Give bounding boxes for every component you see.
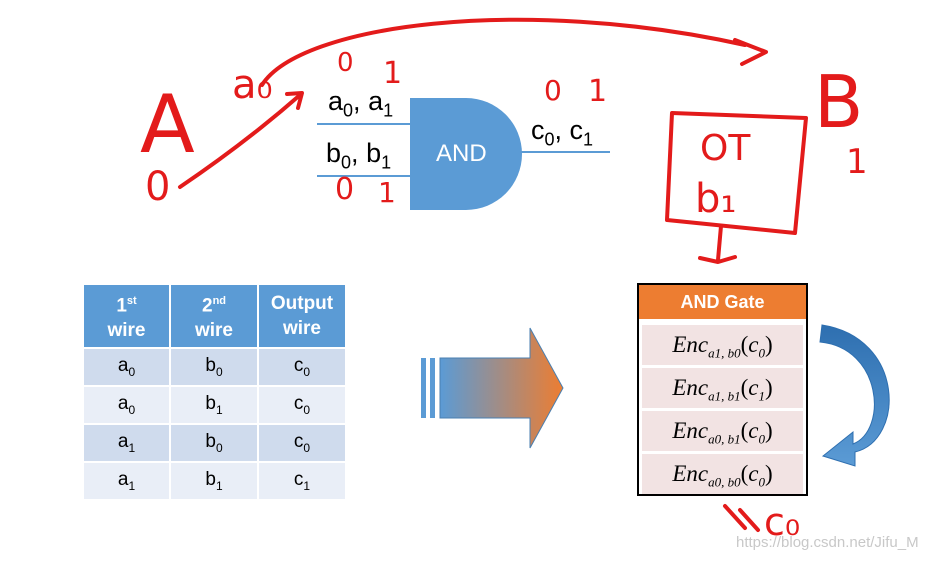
result-arrow bbox=[723, 504, 760, 532]
a-bit-1: 1 bbox=[383, 56, 403, 91]
c-bit-1: 1 bbox=[588, 74, 608, 109]
a-zero-label: 0 bbox=[145, 164, 171, 210]
ot-box-outline bbox=[665, 111, 808, 235]
transfer-arc-line bbox=[260, 17, 747, 87]
garbled-gate-title: AND Gate bbox=[639, 285, 806, 319]
wire-c-label: c0, c1 bbox=[531, 115, 594, 150]
transform-arrow bbox=[421, 327, 564, 449]
garbled-row: Enca1, b1(c1) bbox=[642, 368, 803, 408]
result-label: c₀ bbox=[764, 500, 801, 544]
b-subscript-label: 1 bbox=[846, 142, 868, 182]
a-zero-arrow-head bbox=[285, 91, 304, 110]
b-bit-0: 0 bbox=[335, 172, 355, 207]
table-row: a1 b1 c1 bbox=[82, 461, 347, 502]
wire-a-label: a0, a1 bbox=[328, 86, 394, 121]
ot-down-arrow bbox=[698, 224, 737, 264]
c-bit-0: 0 bbox=[544, 74, 562, 107]
party-b-label: B bbox=[814, 60, 864, 144]
table-row: a1 b0 c0 bbox=[82, 423, 347, 464]
garbled-row: Enca0, b1(c0) bbox=[642, 411, 803, 451]
table-row: a0 b0 c0 bbox=[82, 347, 347, 388]
garbled-gate-table: AND Gate Enca1, b0(c0) Enca1, b1(c1) Enc… bbox=[637, 283, 808, 496]
a-bit-0: 0 bbox=[337, 48, 354, 78]
and-gate-shape bbox=[410, 98, 522, 210]
table-row: a0 b1 c0 bbox=[82, 385, 347, 426]
b-bit-1: 1 bbox=[378, 176, 396, 209]
garbled-row: Enca1, b0(c0) bbox=[642, 325, 803, 365]
ot-label: OT bbox=[700, 128, 751, 169]
garbled-row: Enca0, b0(c0) bbox=[642, 454, 803, 494]
watermark: https://blog.csdn.net/Jifu_M bbox=[736, 534, 919, 551]
a0-note: a₀ bbox=[232, 62, 273, 108]
party-a-label: A bbox=[140, 78, 195, 171]
wire-b-label: b0, b1 bbox=[326, 138, 392, 173]
shuffle-arrow bbox=[819, 324, 890, 467]
gate-label: AND bbox=[436, 140, 487, 167]
transfer-arc-head bbox=[733, 38, 768, 66]
a-zero-arrow-line bbox=[178, 93, 302, 189]
ot-choice-label: b₁ bbox=[695, 176, 737, 222]
